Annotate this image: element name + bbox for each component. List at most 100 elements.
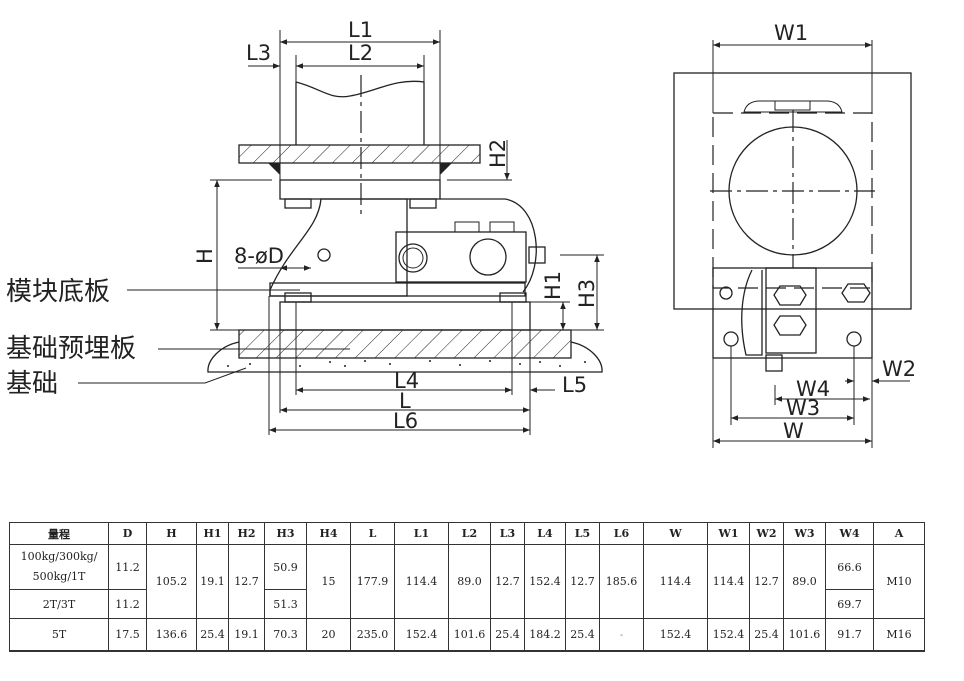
cell-H4: 15 — [306, 544, 351, 619]
cell-L3: 12.7 — [490, 544, 525, 619]
header-cell: W — [643, 522, 708, 545]
cell-L6: 185.6 — [599, 544, 644, 619]
label-H: H — [193, 248, 217, 264]
table-row: 5T 17.5 136.6 25.4 19.1 70.3 20 235.0 15… — [9, 618, 925, 652]
bolt-head-1 — [773, 285, 807, 306]
cell-A: M10 — [873, 544, 925, 619]
label-W1: W1 — [774, 21, 808, 45]
header-cell: H4 — [306, 522, 351, 545]
table-row: 100kg/300kg/ 500kg/1T 11.2 105.2 19.1 12… — [9, 544, 925, 619]
bolt-head-3 — [841, 283, 871, 303]
cell-H2: 12.7 — [228, 544, 265, 619]
label-L6: L6 — [393, 409, 418, 433]
header-cell: H3 — [264, 522, 307, 545]
cable-gland-2 — [489, 221, 515, 233]
cell-D: 17.5 — [108, 618, 147, 652]
cell-L1: 152.4 — [394, 618, 449, 652]
label-L3: L3 — [246, 41, 271, 65]
cell-W1: 114.4 — [707, 544, 750, 619]
cell-D: 11.2 — [108, 544, 147, 590]
range-cell: 2T/3T — [9, 589, 109, 619]
callout-foundation: 基础 — [6, 369, 58, 399]
label-H2: H2 — [486, 139, 510, 168]
header-cell: L1 — [394, 522, 449, 545]
cell-W1: 152.4 — [707, 618, 750, 652]
cell-L3: 25.4 — [490, 618, 525, 652]
connector — [765, 354, 783, 372]
header-cell: H1 — [196, 522, 229, 545]
cell-W4: 66.6 — [825, 544, 874, 590]
embedded-plate — [238, 329, 572, 359]
cell-H1: 25.4 — [196, 618, 229, 652]
header-cell: W4 — [825, 522, 874, 545]
callout-module-base-plate: 模块底板 — [6, 277, 110, 307]
header-cell: L5 — [565, 522, 600, 545]
cell-D: 11.2 — [108, 589, 147, 619]
callout-embedded-plate: 基础预埋板 — [6, 334, 136, 364]
label-W: W — [783, 419, 804, 443]
header-cell: H — [146, 522, 197, 545]
cell-H3: 51.3 — [264, 589, 307, 619]
label-L4: L4 — [394, 369, 419, 393]
label-L2: L2 — [348, 41, 373, 65]
label-L5: L5 — [562, 373, 587, 397]
spring-coil-inner — [402, 247, 424, 269]
header-cell: L3 — [490, 522, 525, 545]
hole-bottom-left — [723, 331, 739, 347]
cell-L2: 89.0 — [448, 544, 491, 619]
cell-W3: 101.6 — [783, 618, 826, 652]
header-cell: H2 — [228, 522, 265, 545]
cell-H4: 20 — [306, 618, 351, 652]
label-W2: W2 — [882, 357, 916, 381]
cell-W2: 25.4 — [749, 618, 784, 652]
cell-L4: 152.4 — [524, 544, 566, 619]
cell-L6: - — [599, 618, 644, 652]
cell-L: 177.9 — [350, 544, 395, 619]
lower-plate — [279, 301, 531, 331]
hole-top-left — [719, 286, 733, 300]
cell-H1: 19.1 — [196, 544, 229, 619]
header-cell: W3 — [783, 522, 826, 545]
header-cell: D — [108, 522, 147, 545]
top-plate-outline — [673, 72, 912, 310]
front-view: L1 L2 L3 H H2 H1 H3 8-øD L4 L5 L L6 模块底板… — [6, 18, 604, 435]
cable — [440, 198, 537, 293]
technical-drawing: L1 L2 L3 H H2 H1 H3 8-øD L4 L5 L L6 模块底板… — [6, 18, 916, 448]
specification-table: 量程 D H H1 H2 H3 H4 L L1 L2 L3 L4 L5 L6 W… — [9, 522, 925, 652]
foundation — [207, 341, 603, 373]
cell-L5: 25.4 — [565, 618, 600, 652]
cable-gland-1 — [454, 221, 480, 233]
weld-right — [440, 163, 452, 175]
range-cell: 5T — [9, 618, 109, 652]
header-cell: L2 — [448, 522, 491, 545]
pin — [317, 248, 331, 262]
cell-L5: 12.7 — [565, 544, 600, 619]
label-W4: W4 — [796, 377, 830, 401]
cell-L1: 114.4 — [394, 544, 449, 619]
cell-W: 152.4 — [643, 618, 708, 652]
label-L1: L1 — [348, 18, 373, 42]
header-cell: L4 — [524, 522, 566, 545]
cell-L2: 101.6 — [448, 618, 491, 652]
cell-L: 235.0 — [350, 618, 395, 652]
cable-loop — [741, 269, 763, 356]
load-cell-bracket — [269, 198, 408, 297]
upper-nut-left — [284, 198, 312, 209]
cell-H3: 50.9 — [264, 544, 307, 590]
header-cell: L6 — [599, 522, 644, 545]
bolt-head-2 — [773, 315, 807, 336]
sensor-hole — [469, 238, 507, 276]
cell-W4: 91.7 — [825, 618, 874, 652]
upper-nut-right — [409, 198, 437, 209]
spring-coil — [398, 243, 428, 273]
lower-nut-right — [499, 292, 527, 303]
table-header-row: 量程 D H H1 H2 H3 H4 L L1 L2 L3 L4 L5 L6 W… — [9, 522, 925, 545]
header-cell: A — [873, 522, 925, 545]
cell-W2: 12.7 — [749, 544, 784, 619]
hole-bottom-right — [846, 331, 862, 347]
label-H3: H3 — [575, 279, 599, 308]
cell-W4: 69.7 — [825, 589, 874, 619]
cell-H2: 19.1 — [228, 618, 265, 652]
header-cell: 量程 — [9, 522, 109, 545]
range-cell: 100kg/300kg/ 500kg/1T — [9, 544, 109, 590]
